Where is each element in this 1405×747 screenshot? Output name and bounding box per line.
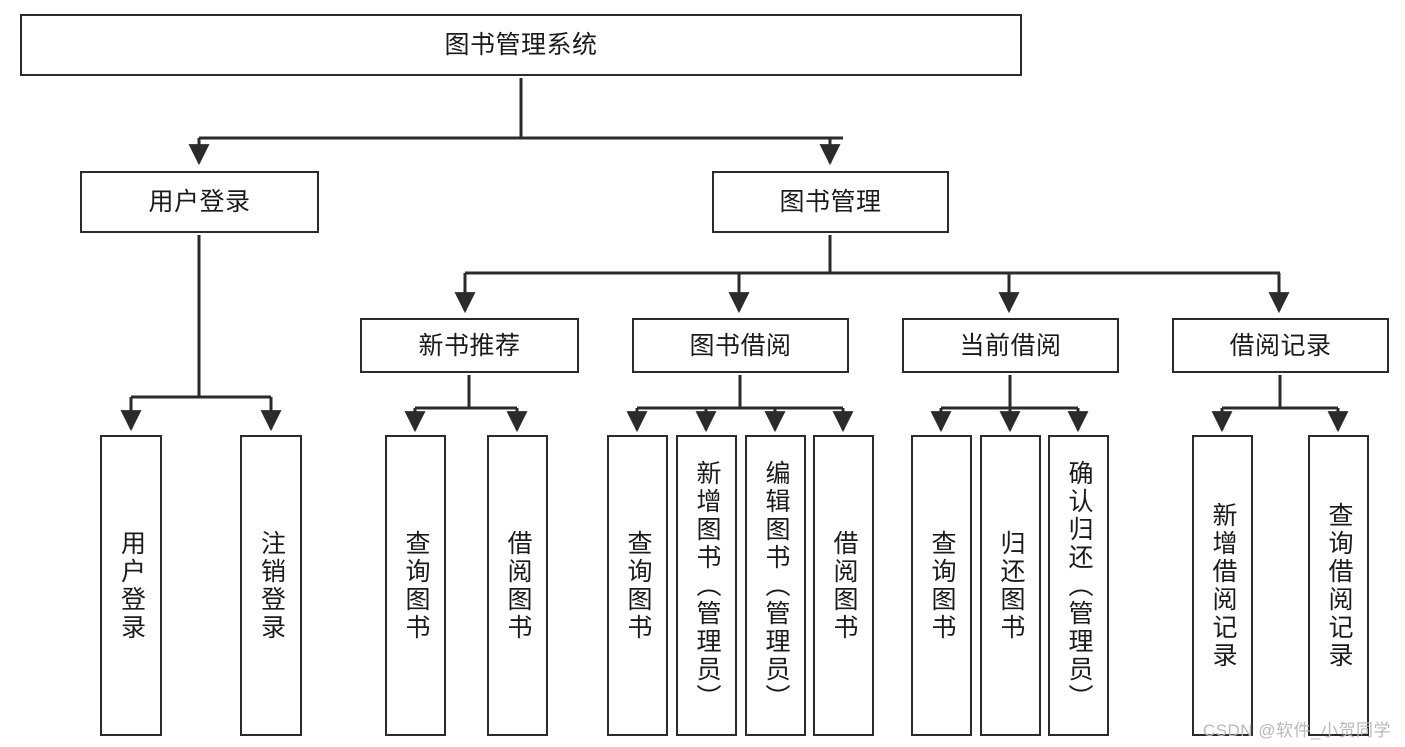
leaf-logout[interactable]: 注销登录 (240, 435, 302, 736)
node-label: 用户登录 (148, 188, 251, 216)
node-label: 图书管理 (779, 188, 882, 216)
leaf-add-book-admin[interactable]: 新增图书（管理员） (676, 435, 737, 736)
leaf-query-book-borrow[interactable]: 查询图书 (607, 435, 668, 736)
node-borrow-record[interactable]: 借阅记录 (1172, 318, 1389, 373)
node-label: 注销登录 (257, 529, 286, 642)
leaf-edit-book-admin[interactable]: 编辑图书（管理员） (745, 435, 806, 736)
node-user-login[interactable]: 用户登录 (80, 171, 319, 233)
node-current-borrow[interactable]: 当前借阅 (902, 318, 1119, 373)
node-label: 借阅图书 (504, 529, 532, 642)
node-label: 查询图书 (928, 529, 956, 642)
node-book-borrow[interactable]: 图书借阅 (632, 318, 849, 373)
node-label: 查询图书 (402, 529, 430, 642)
node-label: 归还图书 (997, 529, 1025, 642)
node-root-book-management-system[interactable]: 图书管理系统 (20, 14, 1022, 76)
leaf-query-book-current[interactable]: 查询图书 (911, 435, 972, 736)
watermark: CSDN @软件_小贺同学 (1202, 721, 1391, 740)
node-label: 借阅图书 (830, 529, 858, 642)
node-label: 图书管理系统 (444, 31, 598, 59)
leaf-user-login[interactable]: 用户登录 (100, 435, 162, 736)
node-label: 用户登录 (117, 529, 146, 642)
node-label: 确认归还（管理员） (1065, 459, 1093, 712)
leaf-borrow-book[interactable]: 借阅图书 (813, 435, 874, 736)
node-book-management[interactable]: 图书管理 (712, 171, 949, 233)
node-label: 新书推荐 (418, 331, 521, 360)
leaf-return-book[interactable]: 归还图书 (980, 435, 1041, 736)
node-label: 查询借阅记录 (1325, 501, 1353, 670)
node-new-book-recommend[interactable]: 新书推荐 (360, 318, 579, 373)
leaf-borrow-book-recommend[interactable]: 借阅图书 (487, 435, 548, 736)
leaf-add-borrow-record[interactable]: 新增借阅记录 (1192, 435, 1253, 736)
node-label: 查询图书 (624, 529, 652, 642)
node-label: 当前借阅 (959, 331, 1062, 360)
leaf-query-book-recommend[interactable]: 查询图书 (385, 435, 446, 736)
node-label: 借阅记录 (1229, 331, 1332, 360)
node-label: 新增图书（管理员） (693, 459, 721, 712)
leaf-query-borrow-record[interactable]: 查询借阅记录 (1308, 435, 1369, 736)
leaf-confirm-return-admin[interactable]: 确认归还（管理员） (1048, 435, 1109, 736)
node-label: 新增借阅记录 (1209, 501, 1237, 670)
node-label: 图书借阅 (689, 331, 792, 360)
node-label: 编辑图书（管理员） (762, 459, 790, 712)
